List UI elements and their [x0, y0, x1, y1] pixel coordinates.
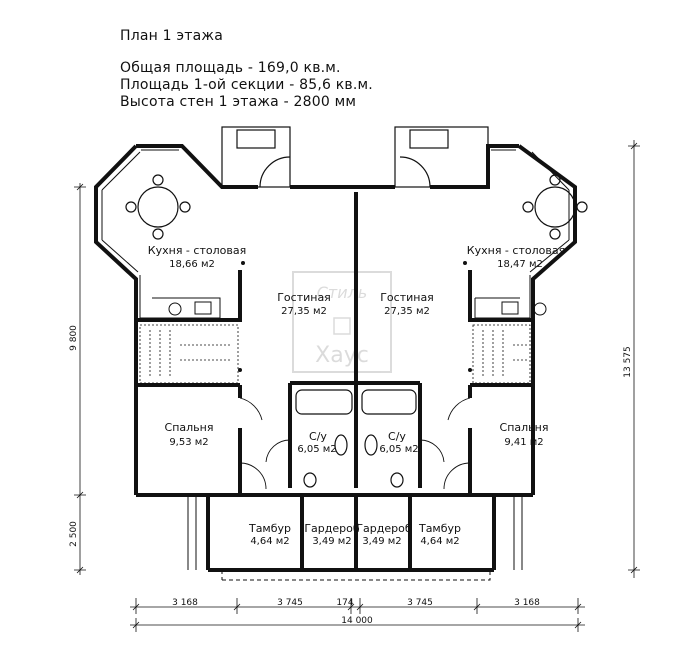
room-area-vestibule-right: 4,64 м2	[420, 536, 459, 547]
room-area-living-left: 27,35 м2	[281, 306, 327, 317]
total-area-note: Общая площадь - 169,0 кв.м.	[120, 60, 341, 76]
dim-bottom-3: 174	[336, 598, 353, 608]
room-label-kitchen-right: Кухня - столовая	[467, 244, 565, 257]
room-label-bath-left: С/у	[309, 430, 327, 443]
sink-right	[364, 434, 378, 456]
bathroom-fixtures	[295, 389, 417, 488]
left-top-bay	[221, 126, 291, 188]
room-labels: Кухня - столовая 18,66 м2 Кухня - столов…	[148, 244, 565, 547]
entrance-porches	[187, 495, 523, 581]
room-area-bath-left: 6,05 м2	[297, 444, 336, 455]
dim-total-width: 14 000	[341, 616, 373, 626]
plan-title: План 1 этажа	[120, 28, 224, 44]
room-area-kitchen-right: 18,47 м2	[497, 259, 543, 270]
room-label-vestibule-right: Тамбур	[418, 522, 461, 535]
dim-left-lower: 2 500	[69, 521, 79, 547]
dim-bottom-4: 3 745	[407, 598, 433, 608]
dim-left-upper: 9 800	[69, 325, 79, 351]
room-area-kitchen-left: 18,66 м2	[169, 259, 215, 270]
staircase-left	[139, 324, 239, 384]
room-label-kitchen-left: Кухня - столовая	[148, 244, 246, 257]
dining-table-left	[125, 174, 191, 240]
kitchen-windows	[101, 149, 570, 273]
watermark: Стиль Хаус	[292, 271, 392, 373]
wall-bathroom-block	[288, 381, 422, 488]
dining-table-right	[522, 174, 588, 240]
room-label-vestibule-left: Тамбур	[248, 522, 291, 535]
wall-left-kitchen-top	[136, 144, 258, 189]
section-area-note: Площадь 1-ой секции - 85,6 кв.м.	[120, 77, 373, 93]
wall-left-kitchen-outline	[94, 144, 138, 495]
dimension-lines	[74, 140, 640, 632]
wall-height-note: Высота стен 1 этажа - 2800 мм	[120, 94, 357, 110]
dim-right-total: 13 575	[623, 346, 633, 378]
door-swings	[239, 397, 471, 490]
dimension-labels: 3 168 3 745 174 3 745 3 168 14 000 9 800…	[69, 325, 633, 626]
wall-left-kitchen-bottom	[136, 270, 242, 322]
room-area-living-right: 27,35 м2	[384, 306, 430, 317]
room-label-wardrobe-right: Гардероб	[356, 522, 412, 535]
column-dots	[238, 261, 472, 372]
top-bays	[221, 126, 489, 188]
staircase-right	[472, 324, 531, 384]
bathtub-left	[295, 389, 353, 415]
room-area-vestibule-left: 4,64 м2	[250, 536, 289, 547]
toilet-left	[303, 472, 317, 488]
watermark-line2: Хаус	[315, 343, 369, 368]
right-top-bay	[394, 126, 489, 188]
room-label-living-right: Гостиная	[380, 291, 434, 304]
bathtub-right	[361, 389, 417, 415]
room-label-bath-right: С/у	[388, 430, 406, 443]
room-area-bath-right: 6,05 м2	[379, 444, 418, 455]
room-area-wardrobe-left: 3,49 м2	[312, 536, 351, 547]
kitchen-counters	[139, 275, 547, 319]
wall-right-kitchen-outline	[517, 144, 577, 495]
room-area-wardrobe-right: 3,49 м2	[362, 536, 401, 547]
wall-right-kitchen-top	[430, 144, 519, 189]
room-label-bedroom-left: Спальня	[165, 421, 214, 434]
room-label-bedroom-right: Спальня	[500, 421, 549, 434]
room-label-wardrobe-left: Гардероб	[304, 522, 360, 535]
room-area-bedroom-left: 9,53 м2	[169, 437, 208, 448]
wall-right-kitchen-bottom	[468, 270, 533, 322]
room-label-living-left: Гостиная	[277, 291, 331, 304]
dim-bottom-5: 3 168	[514, 598, 540, 608]
dim-bottom-2: 3 745	[277, 598, 303, 608]
toilet-right	[390, 472, 404, 488]
room-area-bedroom-right: 9,41 м2	[504, 437, 543, 448]
dim-bottom-1: 3 168	[172, 598, 198, 608]
sink-left	[334, 434, 348, 456]
